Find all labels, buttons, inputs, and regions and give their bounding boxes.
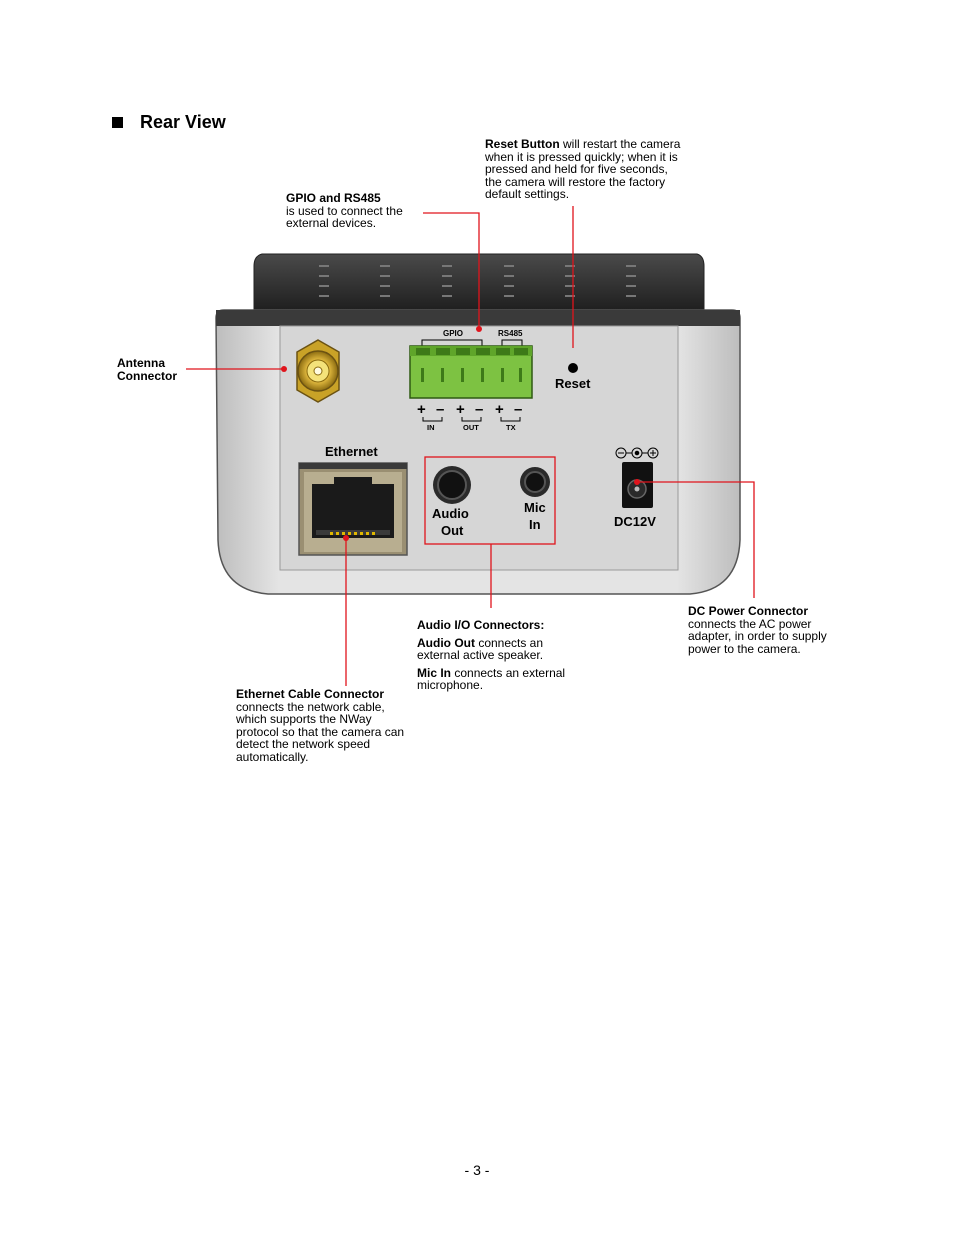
gpio-callout-text: is used to connect the external devices.	[286, 203, 403, 231]
antenna-callout-line2: Connector	[117, 368, 177, 383]
audio-callout: Audio I/O Connectors: Audio Out connects…	[417, 619, 587, 692]
ethernet-callout: Ethernet Cable Connector connects the ne…	[236, 688, 408, 764]
reset-button-icon	[568, 363, 578, 373]
antenna-callout: Antenna Connector	[117, 357, 197, 382]
audio-out-label-2: Out	[441, 523, 464, 538]
page-number: - 3 -	[464, 1162, 490, 1178]
svg-text:–: –	[475, 401, 483, 418]
tx-label: TX	[506, 423, 516, 432]
audio-callout-title: Audio I/O Connectors:	[417, 618, 545, 632]
mic-in-label-2: In	[529, 517, 541, 532]
gpio-callout: GPIO and RS485 is used to connect the ex…	[286, 192, 421, 230]
gpio-callout-title: GPIO and RS485	[286, 191, 381, 205]
mic-in-callout-text: connects an external microphone.	[417, 665, 566, 693]
mic-in-label-1: Mic	[524, 500, 546, 515]
audio-out-jack-icon	[433, 466, 471, 504]
section-title: Rear View	[140, 112, 226, 132]
reset-callout-title: Reset Button	[485, 137, 560, 151]
gpio-terminal-block: GPIO RS485 +– +– +– IN OUT TX	[409, 329, 533, 432]
reset-callout: Reset Button will restart the camera whe…	[485, 138, 685, 201]
reset-panel-label: Reset	[555, 376, 591, 391]
ethernet-callout-text: connects the network cable, which suppor…	[236, 699, 405, 764]
in-label: IN	[427, 423, 435, 432]
dc-power-jack-icon	[622, 462, 653, 508]
rs485-panel-label: RS485	[498, 329, 523, 338]
audio-out-label-1: Audio	[432, 506, 469, 521]
reset-callout-text: will restart the camera when it is press…	[485, 137, 681, 202]
svg-text:–: –	[514, 401, 522, 418]
antenna-callout-line1: Antenna	[117, 356, 165, 370]
svg-text:+: +	[456, 401, 465, 418]
dc-callout: DC Power Connector connects the AC power…	[688, 605, 843, 655]
out-label: OUT	[463, 423, 479, 432]
mic-in-jack-icon	[520, 467, 550, 497]
section-heading: Rear View	[112, 112, 226, 133]
svg-text:+: +	[495, 401, 504, 418]
dc-callout-title: DC Power Connector	[688, 604, 809, 618]
dc12v-label: DC12V	[614, 514, 656, 529]
ethernet-port-icon	[298, 462, 408, 556]
ethernet-callout-title: Ethernet Cable Connector	[236, 687, 385, 701]
audio-highlight-box	[424, 456, 556, 545]
bullet-square-icon	[112, 117, 123, 128]
audio-out-callout-text: connects an external active speaker.	[417, 635, 544, 663]
dc-polarity-icon	[615, 447, 659, 459]
leader-dots	[281, 326, 640, 541]
leader-lines	[186, 206, 755, 686]
mic-in-callout-title: Mic In	[417, 665, 452, 680]
svg-text:–: –	[436, 401, 444, 418]
audio-out-callout-title: Audio Out	[417, 635, 475, 650]
antenna-connector-icon	[296, 339, 340, 403]
svg-text:+: +	[417, 401, 426, 418]
gpio-panel-label: GPIO	[443, 329, 463, 338]
dc-callout-text: connects the AC power adapter, in order …	[688, 616, 827, 656]
ethernet-panel-label: Ethernet	[325, 444, 378, 459]
